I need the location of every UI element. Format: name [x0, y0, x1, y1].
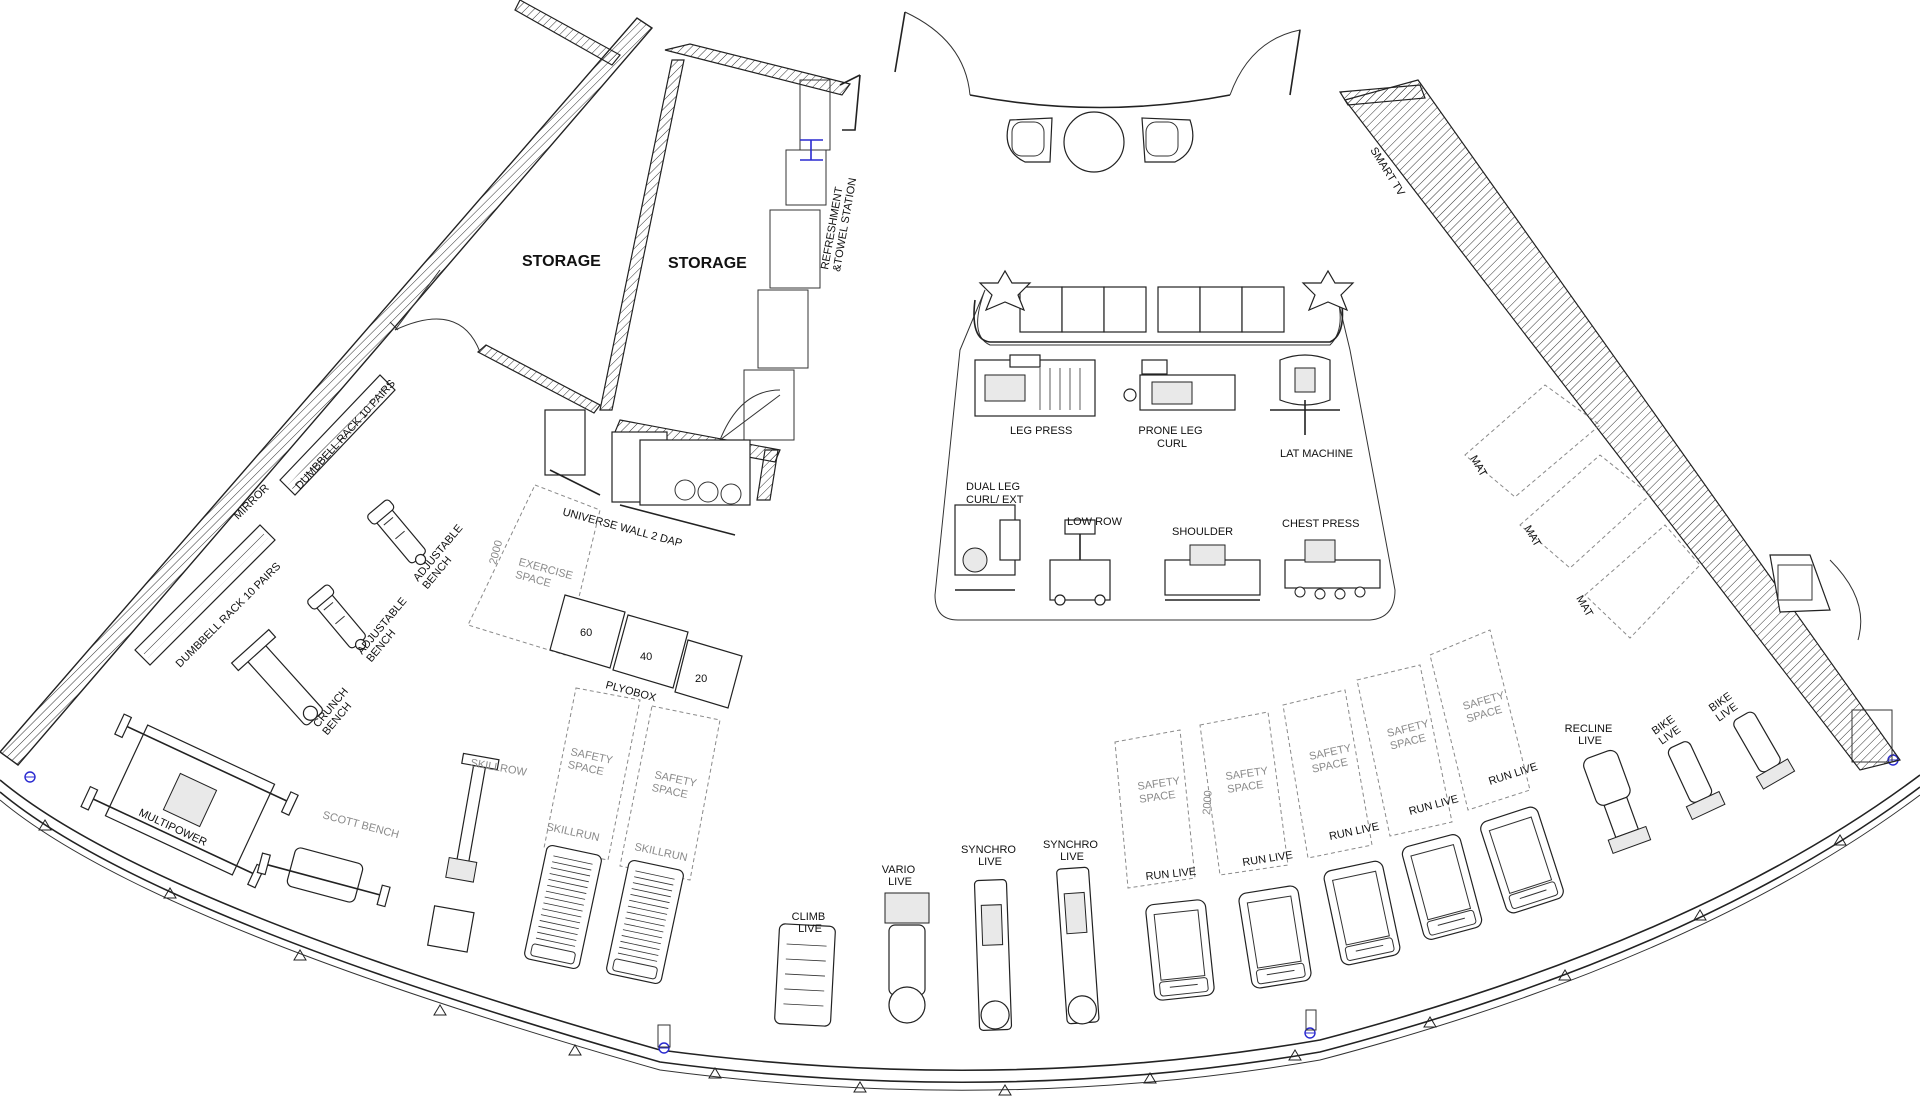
refreshment-counter	[743, 79, 831, 441]
mat-label: MAT	[1521, 524, 1543, 550]
run-live-label: RUN LIVE	[1408, 793, 1460, 818]
vario-live-label: VARIO LIVE	[882, 864, 918, 888]
lat-machine	[1270, 354, 1340, 435]
dumbbell-rack-upper	[279, 374, 396, 496]
entrance-wall	[894, 11, 1426, 109]
bike-live-label: BIKE LIVE	[1650, 711, 1687, 747]
synchro-live-label: SYNCHRO LIVE	[1043, 839, 1101, 863]
climb-live-machine	[774, 923, 836, 1027]
synchro-live-machine	[1056, 866, 1100, 1025]
skillrun-treadmill	[522, 843, 604, 971]
dual-leg-machine	[954, 504, 1021, 591]
skillrow-machine	[426, 752, 500, 953]
safety-space	[1429, 629, 1531, 811]
skillrun-treadmill	[604, 858, 686, 986]
bike-live	[1733, 711, 1796, 790]
synchro-live-label: SYNCHRO LIVE	[961, 844, 1019, 868]
synchro-live-machine	[973, 879, 1013, 1031]
crunch-bench	[230, 628, 323, 726]
safety-space-label: SAFETY SPACE	[1386, 717, 1436, 752]
scott-bench	[256, 847, 391, 908]
dumbbell-rack-label: DUMBBELL RACK 10 PAIRS	[293, 378, 398, 492]
chest-press-label: CHEST PRESS	[1282, 518, 1359, 530]
safety-space	[1114, 729, 1196, 889]
universe-wall-unit	[544, 409, 751, 536]
run-live-treadmill	[1478, 804, 1566, 916]
plyobox-set	[549, 594, 743, 709]
mat-label: MAT	[1573, 594, 1595, 620]
bench-sofa	[978, 269, 1355, 333]
bike-live	[1667, 741, 1726, 821]
low-row-machine	[1049, 519, 1111, 606]
safety-space-label: SAFETY SPACE	[1462, 689, 1513, 726]
plyobox-value: 40	[640, 651, 652, 663]
run-live-treadmill	[1237, 884, 1313, 990]
adjustable-bench-label: ADJUSTABLE BENCH	[355, 593, 420, 664]
dimension-label: 2000	[1201, 790, 1215, 815]
lat-machine-label: LAT MACHINE	[1280, 448, 1353, 460]
plyobox-value: 20	[695, 673, 707, 685]
skillrun-label: SKILLRUN	[545, 821, 600, 844]
recline-live-bike	[1583, 749, 1652, 854]
chest-press-machine	[1284, 539, 1381, 600]
safety-space	[1356, 664, 1453, 837]
shoulder-machine	[1164, 544, 1261, 601]
storage-label: STORAGE	[668, 255, 747, 272]
run-live-label: RUN LIVE	[1145, 866, 1197, 883]
strength-zone	[934, 269, 1396, 621]
plyobox-label: PLYOBOX	[604, 679, 658, 704]
curved-facade-wall	[0, 774, 1920, 1096]
run-live-treadmill	[1399, 832, 1485, 942]
safety-space-label: SAFETY SPACE	[567, 746, 617, 780]
shoulder-label: SHOULDER	[1172, 526, 1233, 538]
safety-space	[619, 705, 721, 881]
safety-space	[543, 687, 641, 861]
skillrun-label: SKILLRUN	[633, 841, 688, 864]
mat-area	[1464, 384, 1701, 639]
storage-walls	[394, 0, 861, 501]
left-diagonal-wall	[0, 17, 654, 766]
run-live-label: RUN LIVE	[1487, 761, 1539, 788]
prone-leg-curl-machine	[1123, 359, 1236, 411]
plyobox-value: 60	[580, 627, 592, 639]
run-live-label: RUN LIVE	[1242, 849, 1294, 869]
dual-leg-label: DUAL LEG CURL/ EXT	[966, 481, 1024, 506]
run-live-treadmill	[1144, 898, 1216, 1002]
climb-live-label: CLIMB LIVE	[792, 911, 829, 935]
wall-pier	[657, 1024, 671, 1048]
safety-space-label: SAFETY SPACE	[651, 769, 701, 803]
recline-live-label: RECLINE LIVE	[1565, 723, 1616, 747]
run-live-label: RUN LIVE	[1328, 821, 1380, 843]
multipower-rack	[80, 713, 299, 889]
safety-space-label: SAFETY SPACE	[1225, 765, 1274, 796]
exercise-space-label: EXERCISE SPACE	[514, 556, 577, 595]
prone-leg-curl-label: PRONE LEG CURL	[1138, 425, 1205, 450]
low-row-label: LOW ROW	[1067, 516, 1123, 528]
right-wall	[1343, 79, 1901, 771]
leg-press-label: LEG PRESS	[1010, 425, 1072, 437]
universe-wall-label: UNIVERSE WALL 2 DAP	[561, 506, 683, 549]
wall-pier	[1305, 1009, 1317, 1031]
safety-space-label: SAFETY SPACE	[1308, 742, 1358, 776]
leg-press-machine	[974, 354, 1096, 417]
run-live-treadmill	[1322, 859, 1402, 967]
scott-bench-label: SCOTT BENCH	[321, 809, 400, 841]
lounge-seating	[1006, 111, 1194, 173]
vario-live-machine	[884, 892, 930, 1024]
mat-label: MAT	[1467, 454, 1489, 480]
storage-label: STORAGE	[522, 253, 601, 270]
dumbbell-rack-lower	[134, 524, 276, 666]
safety-space	[1282, 689, 1373, 859]
safety-space-label: SAFETY SPACE	[1137, 775, 1186, 806]
refreshment-label: REFRESHMENT &TOWEL STATION	[819, 175, 859, 273]
